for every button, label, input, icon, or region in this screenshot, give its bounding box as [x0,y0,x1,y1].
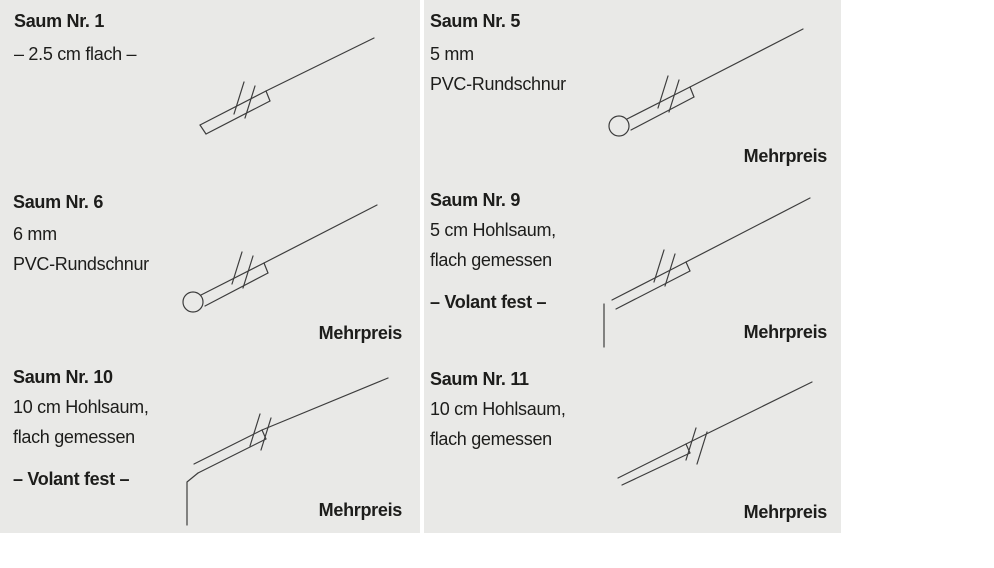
saum-6-desc-1: 6 mm [13,224,57,244]
saum-1-size-label: – 2.5 cm flach – [14,44,137,64]
saum-9-surcharge-label: Mehrpreis [743,322,828,342]
saum-10-volant-note: – Volant fest – [13,469,130,489]
saum-10-surcharge-label: Mehrpreis [318,500,403,520]
panel-background-left [0,0,420,533]
saum-6-title: Saum Nr. 6 [13,192,104,212]
saum-6-surcharge-label: Mehrpreis [318,323,403,343]
saum-11-desc-1: 10 cm Hohlsaum, [430,399,566,419]
saum-5-title: Saum Nr. 5 [430,11,521,31]
pvc-cord-hem-diagram [182,204,378,313]
saum-9-desc-2: flach gemessen [430,250,552,270]
saum-9-desc-1: 5 cm Hohlsaum, [430,220,556,240]
saum-5-desc-1: 5 mm [430,44,474,64]
hollow-hem-diagram [617,381,813,486]
saum-5-desc-2: PVC-Rundschnur [430,74,566,94]
saum-10-desc-1: 10 cm Hohlsaum, [13,397,149,417]
saum-11-title: Saum Nr. 11 [430,369,529,389]
hollow-hem-volant-diagram [603,197,811,348]
hollow-hem-volant-diagram [186,377,389,526]
saum-11-desc-2: flach gemessen [430,429,552,449]
pvc-cord-hem-diagram [608,28,804,137]
saum-10-desc-2: flach gemessen [13,427,135,447]
saum-9-volant-note: – Volant fest – [430,292,547,312]
saum-9-title: Saum Nr. 9 [430,190,521,210]
saum-5-surcharge-label: Mehrpreis [743,146,828,166]
flat-hem-diagram [199,37,375,135]
saum-11-surcharge-label: Mehrpreis [743,502,828,522]
panel-background-right [424,0,841,533]
saum-1-title: Saum Nr. 1 [14,11,105,31]
saum-10-title: Saum Nr. 10 [13,367,113,387]
saum-6-desc-2: PVC-Rundschnur [13,254,149,274]
